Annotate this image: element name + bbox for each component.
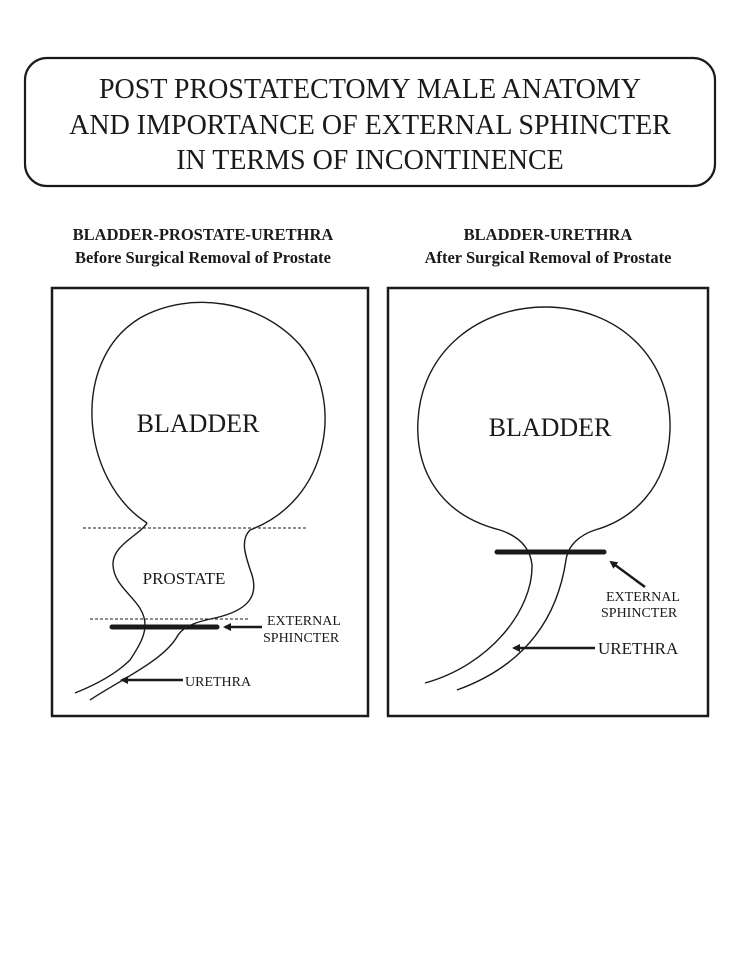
right-urethra-right <box>456 529 596 691</box>
left-sphincter-label-1: EXTERNAL <box>267 614 341 629</box>
prostate-right-outline <box>89 529 255 701</box>
right-panel: BLADDER EXTERNAL SPHINCTER URETHRA <box>386 286 710 718</box>
left-bladder-label: BLADDER <box>137 409 260 438</box>
right-sphincter-label-1: EXTERNAL <box>606 590 680 605</box>
right-heading: BLADDER-URETHRA <box>464 225 633 244</box>
left-urethra-label: URETHRA <box>185 675 252 690</box>
left-panel: BLADDER PROSTATE EXTERNAL SPHINCTER URET… <box>50 286 370 718</box>
prostate-label: PROSTATE <box>143 569 226 588</box>
right-sphincter-arrow <box>609 560 646 589</box>
right-subheading: After Surgical Removal of Prostate <box>425 248 672 267</box>
right-bladder-label: BLADDER <box>489 413 612 442</box>
right-urethra-left <box>424 529 533 684</box>
prostate-left-outline <box>74 522 148 694</box>
left-panel-frame <box>50 286 370 718</box>
title-line-1: POST PROSTATECTOMY MALE ANATOMY <box>99 74 641 105</box>
title-box <box>23 56 717 188</box>
left-subheading: Before Surgical Removal of Prostate <box>75 248 331 267</box>
right-panel-frame <box>386 286 710 718</box>
left-heading: BLADDER-PROSTATE-URETHRA <box>73 225 334 244</box>
right-urethra-label: URETHRA <box>598 639 679 658</box>
left-sphincter-label-2: SPHINCTER <box>263 631 340 646</box>
right-sphincter-label-2: SPHINCTER <box>601 606 678 621</box>
right-bladder-outline <box>417 306 671 531</box>
title-line-2: AND IMPORTANCE OF EXTERNAL SPHINCTER <box>69 110 671 141</box>
left-bladder-outline <box>91 301 326 531</box>
title-line-3: IN TERMS OF INCONTINENCE <box>176 145 564 176</box>
